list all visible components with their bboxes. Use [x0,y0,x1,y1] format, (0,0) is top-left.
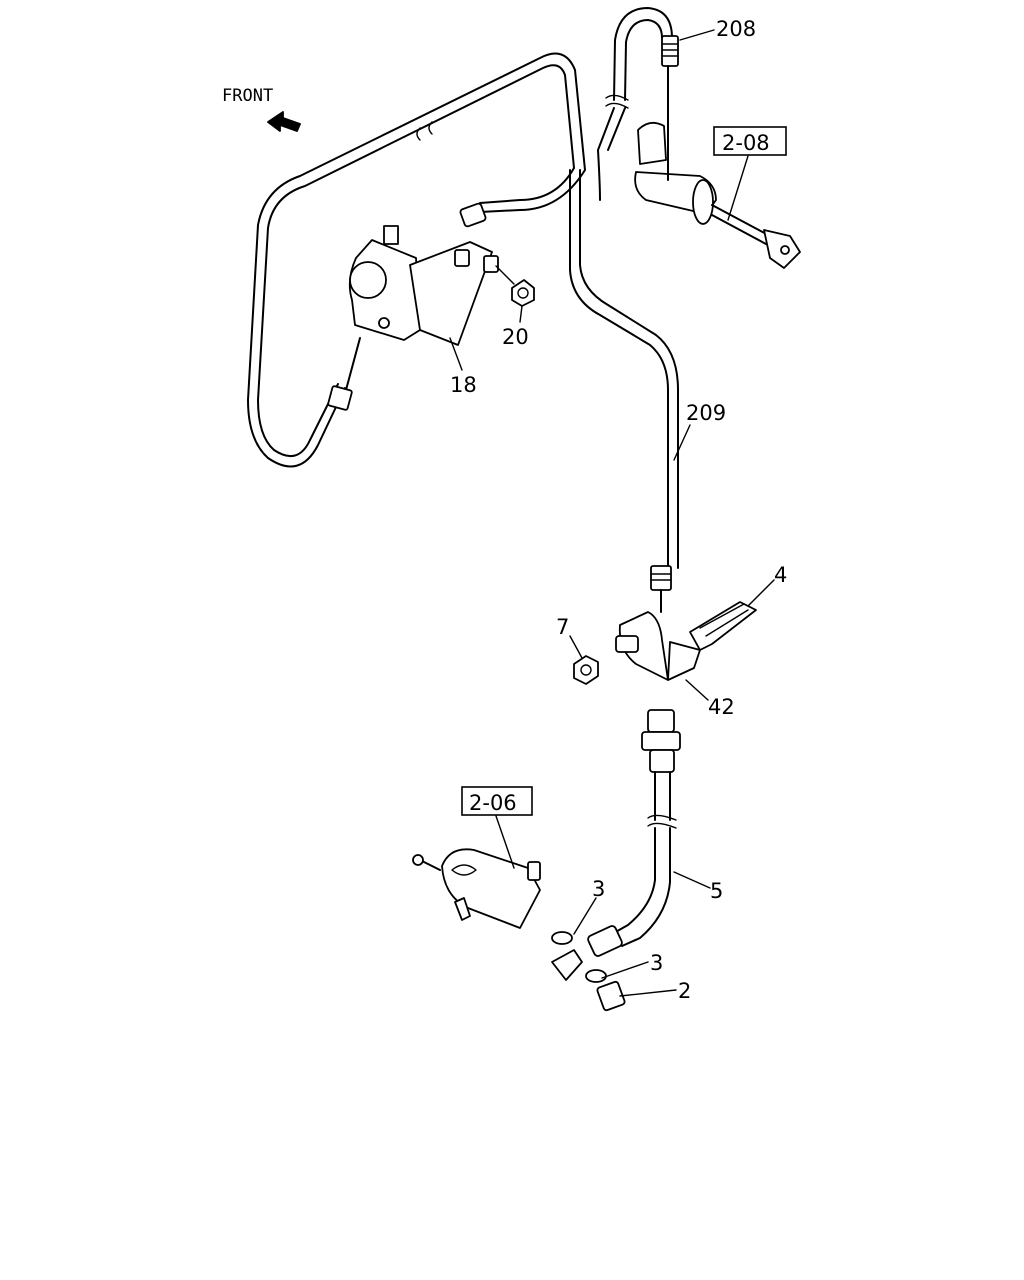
callout-18: 18 [450,373,477,397]
pipe-209-bottom-fitting [650,565,672,613]
flex-hose-5 [611,709,681,947]
clutch-master-cylinder [634,65,801,269]
callout-208: 208 [716,17,756,41]
ref-label-2-08: 2-08 [722,131,770,155]
front-label: FRONT [222,86,273,106]
bracket-42 [615,611,701,681]
callout-42: 42 [708,695,735,719]
pipe-209 [569,7,679,569]
callout-20: 20 [502,325,529,349]
mounting-studs [454,249,515,285]
clip-4 [689,601,757,651]
pipe-loop-left [247,52,586,468]
leader-lines [449,29,775,997]
callout-3-upper: 3 [592,877,605,901]
ref-label-2-06: 2-06 [469,791,517,815]
ref-box-2-08: 2-08 [713,126,787,221]
callout-5: 5 [710,879,723,903]
union-bolt-2 [596,980,626,1012]
callout-4: 4 [774,563,787,587]
pipe-end-fitting-upper [459,202,487,228]
hose-end-fitting [587,925,623,957]
bleeder-fitting [551,949,583,981]
nut-20 [511,279,535,307]
callout-2: 2 [678,979,691,1003]
washer-3-upper [551,931,573,945]
arrow-up-left-icon [267,111,301,132]
ref-box-2-06: 2-06 [461,786,533,869]
nut-7 [573,655,599,685]
callout-3-lower: 3 [650,951,663,975]
callout-7: 7 [556,615,569,639]
clutch-slave-cylinder [412,848,541,929]
callout-209: 209 [686,401,726,425]
pipe-209-top-fitting [661,35,679,67]
washer-3-lower [585,969,607,983]
valve-assembly-18 [327,225,493,411]
